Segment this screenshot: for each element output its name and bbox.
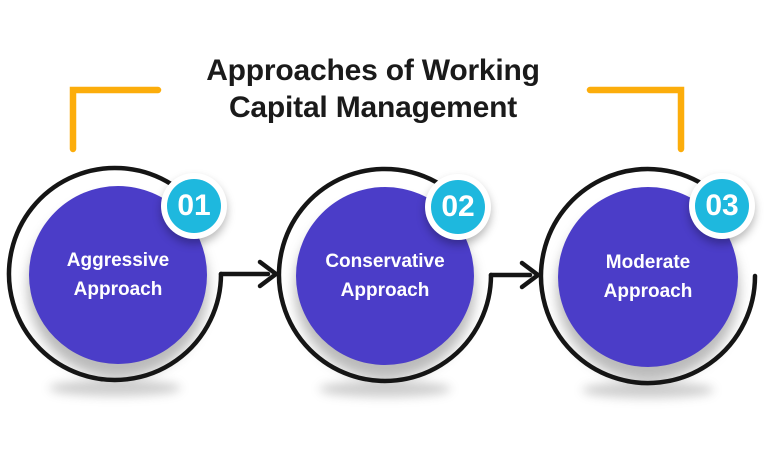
step2-ring-arc bbox=[276, 166, 494, 384]
ground-shadow bbox=[49, 380, 181, 396]
step1-number: 01 bbox=[167, 179, 221, 233]
ground-shadow bbox=[319, 381, 451, 397]
diagram-title-line2: Capital Management bbox=[228, 91, 518, 124]
arrow-right-head-icon bbox=[257, 259, 279, 289]
ground-shadow bbox=[582, 382, 714, 398]
step1-number-badge: 01 bbox=[161, 173, 227, 239]
corner-bracket-right-icon bbox=[586, 86, 685, 153]
step1-label: Aggressive Approach bbox=[66, 250, 170, 300]
step1-ring-arc bbox=[6, 165, 224, 383]
step3-ring-arc bbox=[538, 166, 758, 386]
step3-number-badge: 03 bbox=[689, 173, 755, 239]
step2-circle bbox=[296, 187, 474, 365]
step1-circle bbox=[29, 186, 207, 364]
diagram-title-line1: Approaches of Working bbox=[206, 54, 540, 87]
corner-bracket-left-icon bbox=[69, 86, 162, 153]
diagram-title: Approaches of Working Capital Management bbox=[173, 52, 573, 126]
step3-label: Moderate Approach bbox=[603, 252, 693, 302]
step3-circle bbox=[558, 187, 738, 367]
step2-number: 02 bbox=[431, 180, 485, 234]
arrow-right-head-icon bbox=[519, 260, 541, 290]
step2-number-badge: 02 bbox=[425, 174, 491, 240]
step2-label: Conservative Approach bbox=[325, 251, 445, 301]
step3-number: 03 bbox=[695, 179, 749, 233]
